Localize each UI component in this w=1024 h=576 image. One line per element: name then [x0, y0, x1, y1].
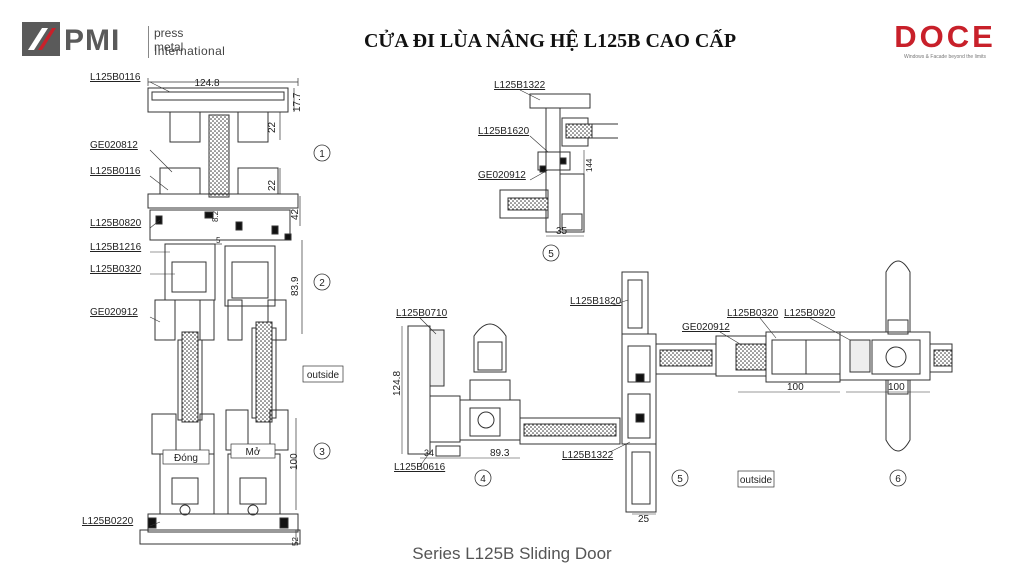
- pmi-logo: PMI press metal International: [22, 22, 225, 62]
- top-middle-texts: L125B1322 L125B1620 GE020912 144 35 5: [478, 80, 594, 262]
- outside-label-bottom: outside: [740, 475, 773, 486]
- dong-box: [162, 449, 210, 465]
- label-l125b0320-bottom: L125B0320: [727, 308, 779, 319]
- label-l125b0116-top: L125B0116: [90, 72, 141, 83]
- label-l125b0320: L125B0320: [90, 264, 142, 275]
- label-ge020812: GE020812: [90, 140, 138, 151]
- pmi-brand-line2: International: [154, 44, 226, 58]
- top-middle-leaders: [519, 89, 549, 181]
- doce-tagline: Windows & Facade beyond the limits: [904, 54, 986, 60]
- dim-35: 35: [556, 226, 568, 237]
- pmi-brand-name: PMI: [64, 24, 121, 57]
- label-ge020912-bottom: GE020912: [682, 322, 730, 333]
- top-middle-dims: [546, 150, 585, 237]
- dim-83-9: 83.9: [290, 276, 301, 296]
- left-dimension-lines: [147, 78, 303, 544]
- dim-5: 5: [216, 236, 221, 245]
- dim-144: 144: [585, 158, 594, 172]
- left-leader-lines: [149, 81, 175, 527]
- label-l125b0616: L125B0616: [394, 462, 446, 473]
- label-l125b0920: L125B0920: [784, 308, 836, 319]
- dim-124-8-top: 124.8: [194, 78, 219, 89]
- marker-3: 3: [319, 447, 325, 458]
- label-l125b0116-mid: L125B0116: [90, 166, 141, 177]
- mo-box: [230, 443, 276, 459]
- label-l125b0820: L125B0820: [90, 218, 142, 229]
- dim-25: 25: [638, 514, 650, 525]
- bottom-leaders: [419, 299, 851, 467]
- marker-4: 4: [480, 474, 486, 485]
- left-dimension-texts: 124.8 17.7 22 22 42 8.2 5 83.9 100 52: [194, 78, 303, 546]
- dim-42: 42: [290, 208, 301, 220]
- top-middle-section: [499, 93, 618, 233]
- label-l125b1620: L125B1620: [478, 126, 530, 137]
- label-l125b0710: L125B0710: [396, 308, 448, 319]
- pmi-mark-icon: [22, 22, 60, 56]
- mo-label: Mở: [246, 446, 261, 458]
- dim-22-mid: 22: [267, 179, 278, 191]
- dim-100-left: 100: [289, 453, 300, 470]
- label-l125b1820: L125B1820: [570, 296, 622, 307]
- bottom-texts: 124.8 34 89.3 25 100 100 L125B0710 L125B…: [392, 296, 907, 525]
- outside-label-left: outside: [307, 370, 340, 381]
- doce-logo: DOCE Windows & Facade beyond the limits: [880, 19, 1010, 66]
- marker-2: 2: [319, 278, 325, 289]
- outside-box-left: [302, 365, 344, 383]
- label-ge020912-left: GE020912: [90, 307, 138, 318]
- label-l125b1322-bottom: L125B1322: [562, 450, 614, 461]
- page-title: CỬA ĐI LÙA NÂNG HỆ L125B CAO CẤP: [363, 30, 737, 52]
- marker-5-bottom: 5: [677, 474, 683, 485]
- left-markers: 1 2 3: [313, 144, 331, 460]
- dim-17-7: 17.7: [292, 92, 303, 112]
- dim-89-3: 89.3: [490, 448, 510, 459]
- dim-22-top: 22: [267, 121, 278, 133]
- dim-100-right: 100: [888, 382, 905, 393]
- pmi-brand-line1: press metal: [154, 26, 184, 54]
- left-section: [139, 87, 301, 545]
- dim-124-8-bottom: 124.8: [392, 371, 403, 396]
- marker-1: 1: [319, 149, 325, 160]
- label-l125b1216: L125B1216: [90, 242, 142, 253]
- label-ge020912-top: GE020912: [478, 170, 526, 181]
- doce-brand-name: DOCE: [894, 19, 996, 54]
- marker-5-top: 5: [548, 249, 554, 260]
- dong-label: Đóng: [174, 453, 198, 464]
- pmi-divider: [148, 26, 149, 58]
- marker-6: 6: [895, 474, 901, 485]
- bottom-dimension-lines: [401, 326, 930, 515]
- dim-8-2: 8.2: [211, 210, 220, 222]
- left-labels: L125B0116 GE020812 L125B0116 L125B0820 L…: [82, 72, 142, 527]
- dim-100-mid: 100: [787, 382, 804, 393]
- label-l125b0220: L125B0220: [82, 516, 134, 527]
- label-l125b1322-top: L125B1322: [494, 80, 546, 91]
- dim-52: 52: [291, 537, 300, 546]
- outside-box-bottom: [737, 470, 775, 488]
- caption: Series L125B Sliding Door: [412, 544, 612, 563]
- bottom-section: [407, 260, 953, 513]
